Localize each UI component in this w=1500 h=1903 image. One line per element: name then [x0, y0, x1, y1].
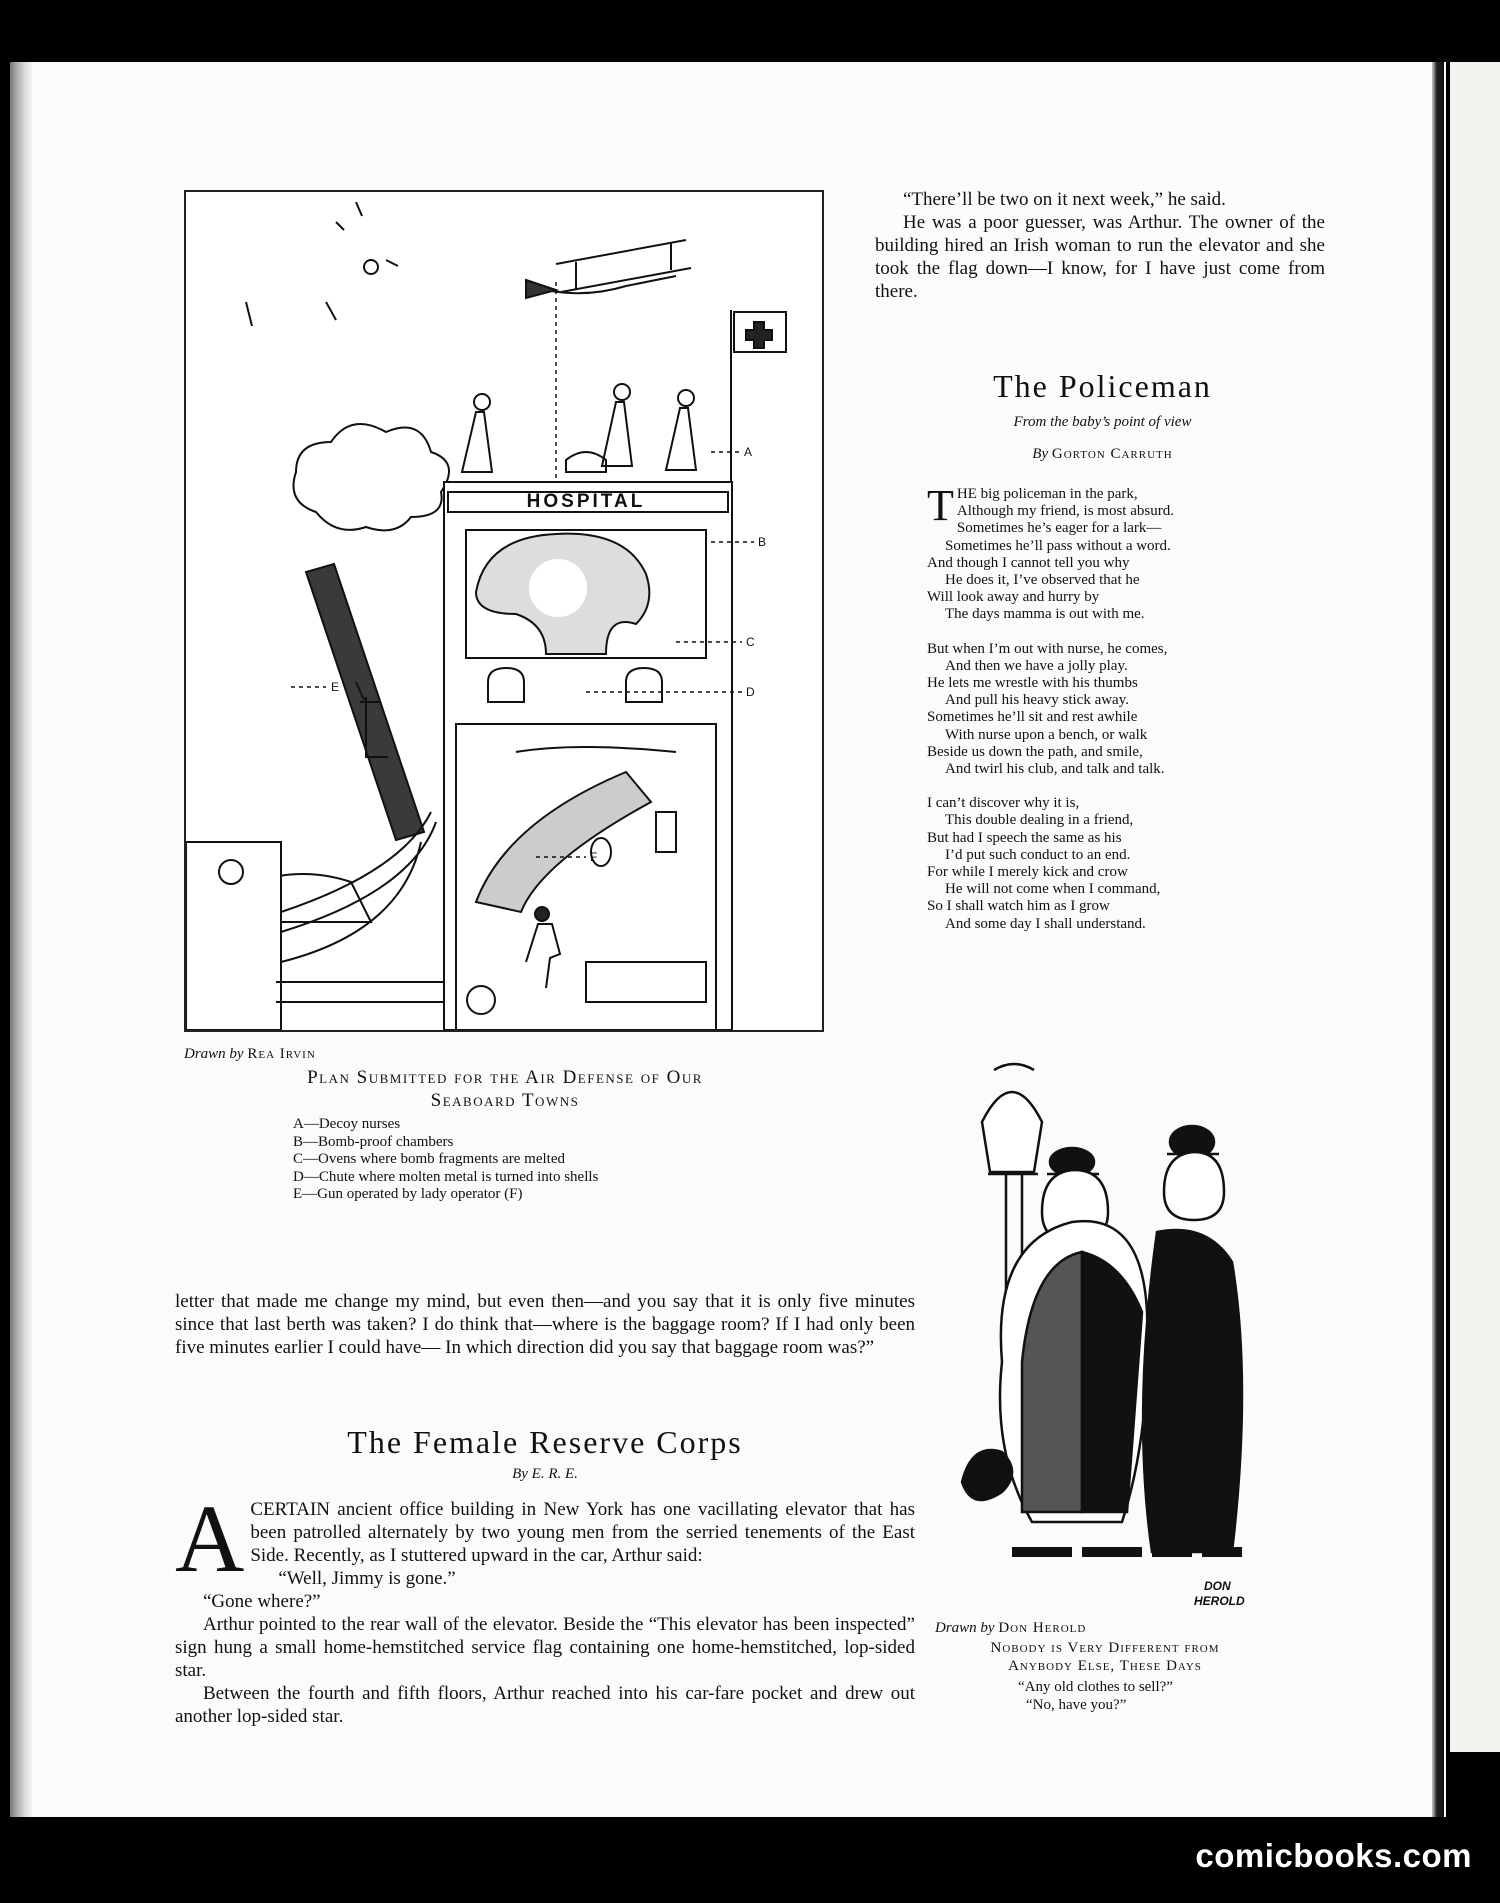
poem-line: He does it, I’ve observed that he	[945, 572, 1140, 589]
credit-artist: Don Herold	[998, 1620, 1087, 1636]
book-spine	[10, 62, 32, 1817]
poem-line: The days mamma is out with me.	[945, 606, 1145, 623]
policeman-byline: By Gorton Carruth	[875, 446, 1330, 463]
poem-line: Sometimes he’s eager for a lark—	[956, 520, 1162, 537]
poem-line: And some day I shall understand.	[945, 915, 1146, 932]
poem-line: I’d put such conduct to an end.	[945, 846, 1131, 863]
right-art-credit: Drawn by Don Herold	[935, 1620, 1086, 1637]
female-reserve-title: The Female Reserve Corps	[347, 1424, 743, 1460]
right-art-title: Nobody is Very Different from Anybody El…	[935, 1639, 1275, 1675]
poem-line: Beside us down the path, and smile,	[927, 743, 1143, 760]
female-reserve-byline: By E. R. E.	[512, 1466, 578, 1482]
credit-prefix: Drawn by	[184, 1046, 244, 1062]
site-watermark: comicbooks.com	[1195, 1837, 1472, 1874]
poem-line: So I shall watch him as I grow	[927, 898, 1110, 915]
poem-line: He will not come when I command,	[945, 881, 1161, 898]
story-paragraph: Between the fourth and fifth floors, Art…	[175, 1683, 915, 1727]
hospital-sign: HOSPITAL	[527, 491, 646, 512]
policeman-title: The Policeman	[993, 368, 1212, 404]
legend-item: A—Decoy nurses	[293, 1116, 401, 1132]
poem-line: This double dealing in a friend,	[945, 812, 1134, 829]
right-art-dialog: “Any old clothes to sell?” “No, have you…	[1018, 1678, 1173, 1714]
poem-stanza: But when I’m out with nurse, he comes, A…	[927, 641, 1267, 779]
dialog-line: “Any old clothes to sell?”	[1018, 1679, 1173, 1695]
credit-prefix: Drawn by	[935, 1620, 995, 1636]
left-art-title-line2: Seaboard Towns	[430, 1090, 580, 1111]
poem-line: And then we have a jolly play.	[945, 657, 1128, 674]
poem-line: Although my friend, is most absurd.	[956, 503, 1174, 520]
legend-item: E—Gun operated by lady operator (F)	[293, 1186, 523, 1202]
poem-line: And though I cannot tell you why	[927, 554, 1130, 571]
cartoon-signature-line1: DON	[1204, 1579, 1231, 1593]
right-art-title-line2: Anybody Else, These Days	[1008, 1658, 1202, 1674]
cartoon-signature-line2: HEROLD	[1194, 1594, 1245, 1608]
story-paragraph: “Well, Jimmy is gone.”	[278, 1568, 456, 1589]
legend-item: D—Chute where molten metal is turned int…	[293, 1168, 599, 1185]
adjacent-page-edge	[1450, 62, 1500, 1752]
credit-artist: Rea Irvin	[247, 1046, 316, 1062]
poem-line: With nurse upon a bench, or walk	[945, 726, 1148, 743]
label-f: F	[590, 850, 597, 864]
story-paragraph: CERTAIN ancient office building in New Y…	[250, 1499, 915, 1566]
herold-cartoon: DON HEROLD	[942, 1062, 1272, 1612]
poem-line: I can’t discover why it is,	[927, 795, 1080, 812]
air-defense-drawing: HOSPITAL A B C D E F	[185, 201, 787, 1031]
air-defense-illustration: HOSPITAL A B C D E F	[184, 190, 824, 1032]
left-art-title: Plan Submitted for the Air Defense of Ou…	[190, 1066, 820, 1112]
legend-item: C—Ovens where bomb fragments are melted	[293, 1151, 565, 1167]
poem-line: Sometimes he’ll pass without a word.	[945, 537, 1171, 554]
poem-line: For while I merely kick and crow	[927, 864, 1128, 881]
left-art-legend: A—Decoy nurses B—Bomb-proof chambers C—O…	[293, 1116, 598, 1204]
magazine-page: HOSPITAL A B C D E F Drawn by Rea Irvin …	[10, 62, 1446, 1817]
poem-line: And twirl his club, and talk and talk.	[945, 761, 1165, 778]
story-paragraph: “Gone where?”	[203, 1591, 321, 1612]
dialog-line: “No, have you?”	[1026, 1697, 1127, 1713]
story-paragraph: He was a poor guesser, was Arthur. The o…	[875, 212, 1325, 302]
label-c: C	[746, 635, 755, 649]
story-ending: “There’ll be two on it next week,” he sa…	[875, 188, 1325, 303]
poem-dropcap: T	[927, 481, 954, 530]
by-label: By	[1032, 446, 1049, 462]
poem-line: And pull his heavy stick away.	[945, 692, 1129, 709]
continued-story: letter that made me change my mind, but …	[175, 1290, 915, 1359]
policeman-subtitle: From the baby’s point of view	[1013, 414, 1192, 430]
right-art-title-line1: Nobody is Very Different from	[990, 1640, 1220, 1656]
legend-item: B—Bomb-proof chambers	[293, 1133, 454, 1150]
label-b: B	[758, 535, 766, 549]
poem-line: He lets me wrestle with his thumbs	[927, 675, 1138, 692]
page-fold	[1432, 62, 1444, 1817]
label-e: E	[331, 680, 339, 694]
continued-paragraph: letter that made me change my mind, but …	[175, 1291, 915, 1358]
policeman-author: Gorton Carruth	[1051, 446, 1173, 462]
poem-line: But when I’m out with nurse, he comes,	[927, 640, 1168, 657]
poem-line: Sometimes he’ll sit and rest awhile	[927, 709, 1138, 726]
story-paragraph: Arthur pointed to the rear wall of the e…	[175, 1614, 915, 1681]
poem-line: Will look away and hurry by	[927, 589, 1100, 606]
left-art-credit: Drawn by Rea Irvin	[184, 1046, 316, 1063]
poem-line: HE big policeman in the park,	[956, 486, 1138, 502]
label-a: A	[744, 445, 752, 459]
poem-stanza: I can’t discover why it is, This double …	[927, 795, 1267, 933]
herold-drawing: DON HEROLD	[960, 1062, 1245, 1608]
story-dropcap: A	[175, 1485, 245, 1592]
label-d: D	[746, 685, 755, 699]
poem-line: But had I speech the same as his	[927, 829, 1122, 846]
story-paragraph: “There’ll be two on it next week,” he sa…	[903, 189, 1226, 210]
left-art-title-line1: Plan Submitted for the Air Defense of Ou…	[307, 1067, 703, 1088]
